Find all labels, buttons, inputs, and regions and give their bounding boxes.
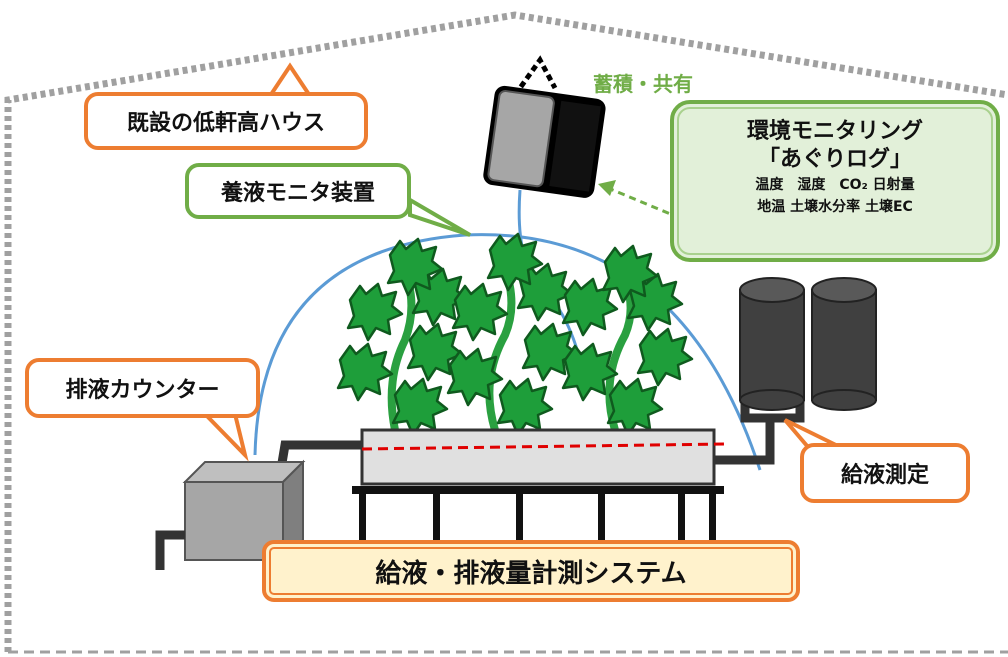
nutrient-monitor-device: [483, 85, 606, 198]
supply-measure-label: 給液測定: [800, 443, 970, 503]
agrilog-subtitle: 「あぐりログ」: [757, 147, 912, 172]
agrilog-box: 環境モニタリング 「あぐりログ」 温度 湿度 CO₂ 日射量 地温 土壌水分率 …: [670, 100, 1000, 262]
house-label: 既設の低軒高ハウス: [84, 92, 368, 150]
share-label: 蓄積・共有: [593, 72, 693, 96]
share-arrow: [607, 186, 681, 220]
measurement-system-label: 給液・排液量計測システム: [262, 540, 800, 602]
agrilog-sensors-row1: 温度 湿度 CO₂ 日射量: [755, 177, 915, 193]
drain-callout-tail: [200, 412, 249, 462]
supply-tanks: [739, 277, 877, 411]
drain-counter-label: 排液カウンター: [25, 358, 260, 418]
greenhouse-outline: [4, 11, 1008, 652]
nutrient-monitor-label: 養液モニタ装置: [185, 163, 411, 219]
antenna-wire: [512, 55, 558, 97]
bench: [352, 486, 724, 544]
outlet-pipe: [155, 530, 185, 570]
cucumber-plants: [336, 232, 694, 437]
share-arrow-head: [598, 180, 616, 196]
monitor-callout-tail: [408, 196, 472, 237]
water-level-line: [361, 442, 726, 451]
agrilog-title: 環境モニタリング: [746, 119, 923, 144]
agrilog-sensors-row2: 地温 土壌水分率 土壌EC: [757, 199, 913, 215]
planter-bed: [360, 428, 716, 486]
